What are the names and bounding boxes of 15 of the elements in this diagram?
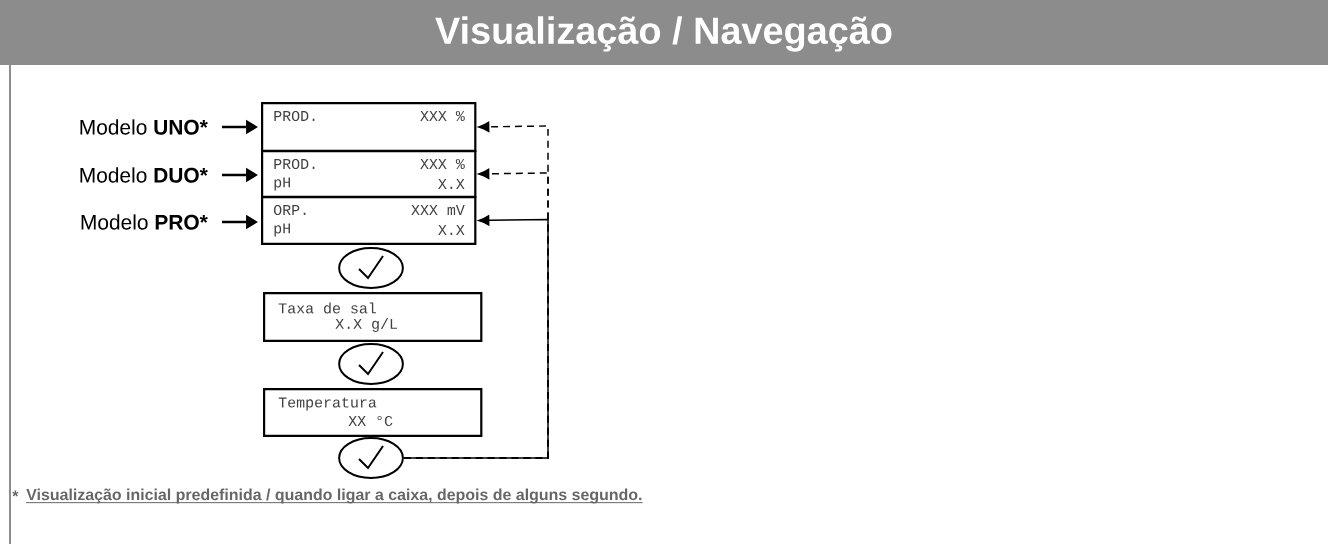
arrow	[403, 215, 549, 459]
lcd-screen: PROD. XXX % pH X.X	[261, 150, 477, 198]
lcd-screen: ORP. XXX mV pH X.X	[261, 196, 477, 245]
model-label: Modelo DUO*	[80, 167, 208, 183]
title-band: Visualização / Navegação	[0, 0, 1328, 65]
model-label: Modelo UNO*	[80, 119, 208, 135]
confirm-button	[338, 343, 404, 385]
lcd-screen: Taxa de sal X.X g/L	[263, 292, 483, 342]
lcd-screen: PROD. XXX %	[261, 102, 477, 152]
lcd-screen: Temperatura XX °C	[263, 388, 483, 437]
footnote-mark: *	[12, 490, 19, 497]
confirm-button	[338, 437, 404, 479]
footnote: Visualização inicial predefinida / quando ligar a caixa, depois de alguns segundo.	[26, 488, 642, 504]
confirm-button	[338, 247, 404, 289]
model-label: Modelo PRO*	[81, 214, 208, 230]
